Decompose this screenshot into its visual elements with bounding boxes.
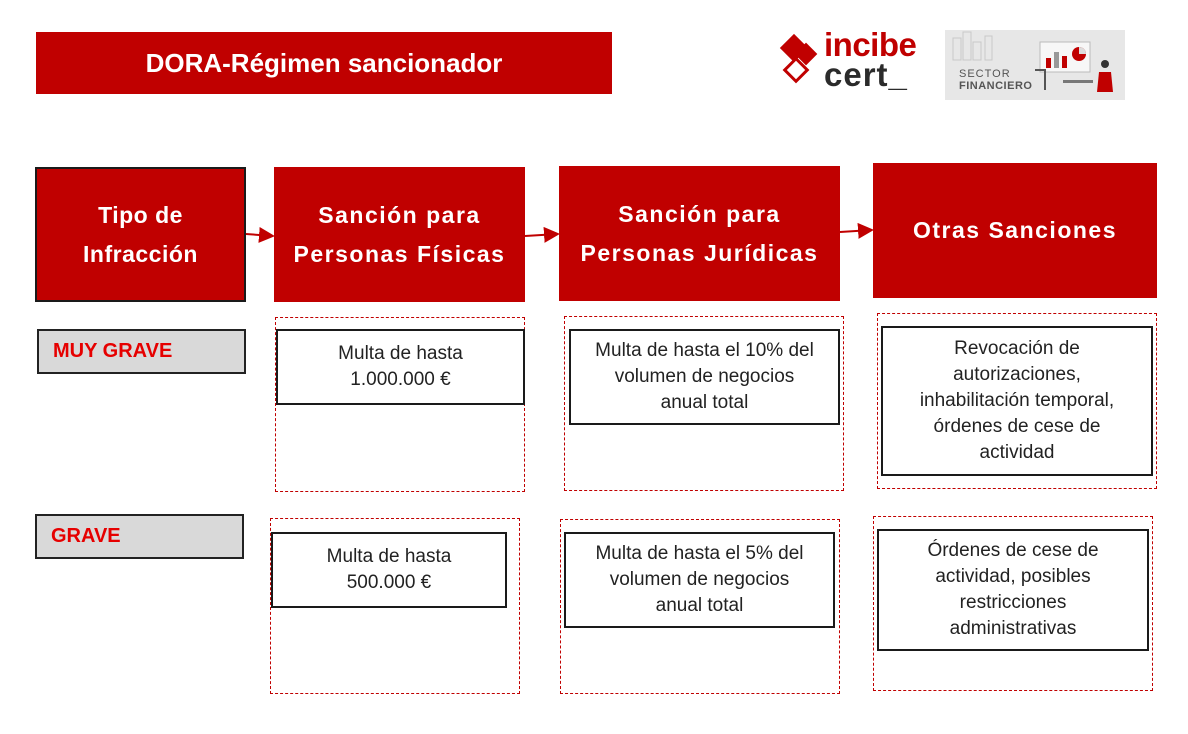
cell-muy-grave-otras	[877, 313, 1157, 489]
text-line: inhabilitación temporal,	[919, 390, 1115, 411]
header-juridicas-line1: Sanción para	[618, 200, 781, 227]
sanction-muy-grave-otras: Revocación de autorizaciones, inhabilita…	[881, 326, 1153, 476]
header-fisicas-line1: Sanción para	[318, 201, 481, 228]
diamond-logo-icon	[779, 33, 818, 84]
header-juridicas-line2: Personas Jurídicas	[580, 239, 819, 266]
text-line: 1.000.000 €	[350, 369, 451, 390]
header-otras-sanciones: Otras Sanciones	[873, 163, 1157, 298]
cell-grave-otras	[873, 516, 1153, 691]
header-personas-fisicas: Sanción para Personas Físicas	[274, 167, 525, 302]
header-otras-label: Otras Sanciones	[912, 217, 1118, 243]
incibe-wordmark: incibe	[824, 26, 917, 63]
cell-grave-juridicas	[560, 519, 840, 694]
header-tipo-line2: Infracción	[83, 240, 198, 267]
cell-grave-fisicas	[270, 518, 520, 694]
sanction-grave-fisicas: Multa de hasta 500.000 €	[271, 532, 507, 608]
header-tipo-infraccion: Tipo de Infracción	[35, 167, 246, 302]
sector-illustration-icon	[952, 31, 1113, 92]
sanction-muy-grave-juridicas: Multa de hasta el 10% del volumen de neg…	[569, 329, 840, 425]
text-line: Multa de hasta el 5% del	[595, 543, 804, 564]
text-line: anual total	[660, 392, 749, 413]
text-line: anual total	[655, 595, 744, 616]
text-line: Revocación de	[954, 338, 1080, 359]
header-personas-juridicas: Sanción para Personas Jurídicas	[559, 166, 840, 301]
text-line: actividad, posibles	[935, 566, 1091, 587]
text-line: autorizaciones,	[953, 364, 1081, 385]
sector-label: SECTOR FINANCIERO	[959, 68, 1032, 92]
arrow-3	[839, 222, 874, 239]
page-title: DORA-Régimen sancionador	[36, 32, 612, 94]
arrow-2	[524, 226, 560, 243]
text-line: restricciones	[959, 592, 1067, 613]
text-line: actividad	[979, 442, 1055, 463]
header-fisicas-line2: Personas Físicas	[293, 240, 506, 267]
text-line: órdenes de cese de	[933, 416, 1101, 437]
severity-muy-grave: MUY GRAVE	[37, 329, 246, 374]
sector-line2: FINANCIERO	[959, 80, 1033, 92]
text-line: volumen de negocios	[609, 569, 790, 590]
text-line: Órdenes de cese de	[927, 540, 1099, 561]
severity-grave: GRAVE	[35, 514, 244, 559]
text-line: Multa de hasta	[326, 546, 452, 567]
text-line: Multa de hasta	[338, 343, 463, 364]
sanction-grave-juridicas: Multa de hasta el 5% del volumen de nego…	[564, 532, 835, 628]
text-line: administrativas	[949, 618, 1077, 639]
text-line: volumen de negocios	[614, 366, 795, 387]
cell-muy-grave-juridicas	[564, 316, 844, 491]
sector-line1: SECTOR	[959, 68, 1011, 80]
text-line: 500.000 €	[346, 572, 432, 593]
incibe-cert-logo: incibe cert_	[778, 26, 928, 98]
sector-financiero-logo: SECTOR FINANCIERO	[945, 30, 1125, 100]
arrow-1	[245, 226, 275, 243]
sanction-grave-otras: Órdenes de cese de actividad, posibles r…	[877, 529, 1149, 651]
sanction-muy-grave-fisicas: Multa de hasta 1.000.000 €	[276, 329, 525, 405]
text-line: Multa de hasta el 10% del	[595, 340, 814, 361]
cert-wordmark: cert_	[824, 56, 908, 93]
header-tipo-line1: Tipo de	[98, 201, 183, 228]
